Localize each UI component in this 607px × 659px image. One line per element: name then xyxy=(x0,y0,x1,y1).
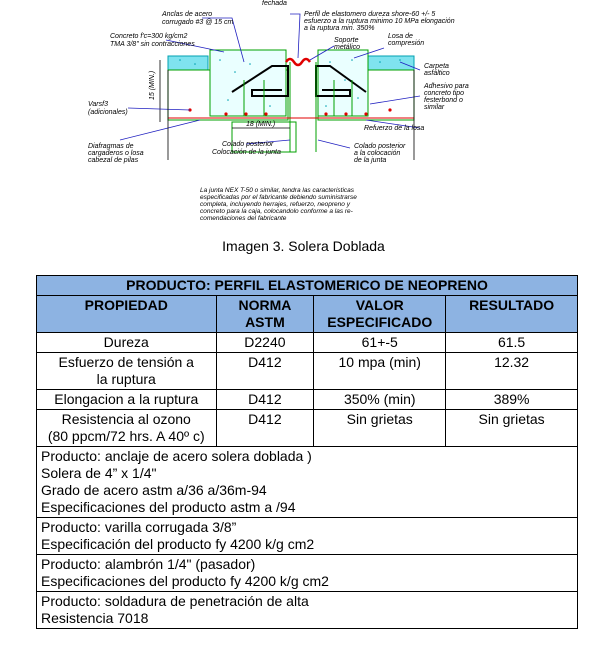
blockout-left xyxy=(209,49,287,117)
label-diafragmas-2: cargaderos o losa xyxy=(88,150,144,157)
blockout-right xyxy=(317,49,369,117)
product-anclaje: Producto: anclaje de acero solera doblad… xyxy=(36,446,578,518)
label-varsf-1: Varsf3 xyxy=(88,101,108,108)
label-colado-der-1: Colado posterior xyxy=(354,143,406,150)
cell-valor: 350% (min) xyxy=(313,389,447,410)
table-row: Elongacion a la ruptura D412 350% (min) … xyxy=(36,389,578,410)
label-dim-18: 18 (MIN.) xyxy=(246,121,275,128)
cell-resultado: Sin grietas xyxy=(445,409,578,447)
label-perfil-2: esfuerzo a la ruptura minimo 10 MPa elon… xyxy=(304,18,455,25)
table-row: Dureza D2240 61+-5 61.5 xyxy=(36,332,578,353)
cell-propiedad: Dureza xyxy=(36,332,217,353)
table-row: Resistencia al ozono(80 ppcm/72 hrs. A 4… xyxy=(36,409,578,447)
label-soporte-1: Soporte xyxy=(334,37,359,44)
product-alambron: Producto: alambrón 1/4" (pasador) Especi… xyxy=(36,554,578,592)
spec-table: PRODUCTO: PERFIL ELASTOMERICO DE NEOPREN… xyxy=(36,275,578,629)
product-row-varilla: Producto: varilla corrugada 3/8” Especif… xyxy=(36,517,578,555)
label-refuerzo: Refuerzo de la losa xyxy=(364,125,424,132)
product-row-soldadura: Producto: soldadura de penetración de al… xyxy=(36,591,578,629)
label-concreto-2: TMA 3/8" sin contracciones xyxy=(110,41,195,48)
label-losa-1: Losa de xyxy=(388,33,413,40)
label-fechada: fechada xyxy=(262,0,287,7)
label-concreto-1: Concreto f'c=300 kg/cm2 xyxy=(110,33,188,40)
product-soldadura: Producto: soldadura de penetración de al… xyxy=(36,591,578,629)
label-colado-der-3: de la junta xyxy=(354,157,386,164)
table-title: PRODUCTO: PERFIL ELASTOMERICO DE NEOPREN… xyxy=(36,275,578,296)
product-varilla: Producto: varilla corrugada 3/8” Especif… xyxy=(36,517,578,555)
label-carpeta-1: Carpeta xyxy=(424,63,449,70)
cell-valor: 10 mpa (min) xyxy=(313,352,447,390)
label-perfil-3: a la ruptura min. 350% xyxy=(304,25,374,32)
header-propiedad: PROPIEDAD xyxy=(36,295,217,333)
label-soporte-2: metálico xyxy=(334,44,360,51)
note-line-5: comendaciones del fabricante xyxy=(200,215,287,222)
label-adhesivo-1: Adhesivo para xyxy=(423,83,469,90)
label-adhesivo-2: concreto tipo xyxy=(424,90,464,97)
label-colado-izq-1: Colado posterior xyxy=(222,141,274,148)
cell-propiedad: Resistencia al ozono(80 ppcm/72 hrs. A 4… xyxy=(36,409,217,447)
cell-valor: 61+-5 xyxy=(313,332,447,353)
cell-norma: D412 xyxy=(215,352,315,390)
note-line-3: completa, incluyendo herrajes, refuerzo,… xyxy=(200,201,351,208)
note-line-1: La junta NEX T-50 o similar, tendra las … xyxy=(200,187,355,194)
product-row-alambron: Producto: alambrón 1/4" (pasador) Especi… xyxy=(36,554,578,592)
asphalt-layer-left xyxy=(167,55,209,71)
label-diafragmas-1: Diafragmas de xyxy=(88,143,134,150)
label-carpeta-2: asfáltico xyxy=(424,70,450,77)
label-diafragmas-3: cabezal de pilas xyxy=(88,157,139,164)
product-row-anclaje: Producto: anclaje de acero solera doblad… xyxy=(36,446,578,518)
joint-detail-drawing: fechada Anclas de acero corrugado #3 @ 1… xyxy=(88,0,469,222)
cell-propiedad: Elongacion a la ruptura xyxy=(36,389,217,410)
label-anclas-1: Anclas de acero xyxy=(161,11,212,18)
header-resultado: RESULTADO xyxy=(445,295,578,333)
neoprene-seal xyxy=(284,57,312,67)
label-colado-der-2: a la colocación xyxy=(354,150,400,157)
label-anclas-2: corrugado #3 @ 15 cm xyxy=(162,19,233,26)
cell-norma: D2240 xyxy=(215,332,315,353)
cell-norma: D412 xyxy=(215,389,315,410)
table-title-row: PRODUCTO: PERFIL ELASTOMERICO DE NEOPREN… xyxy=(36,275,578,296)
cell-norma: D412 xyxy=(215,409,315,447)
cell-resultado: 61.5 xyxy=(445,332,578,353)
cell-valor: Sin grietas xyxy=(313,409,447,447)
steel-profile-left xyxy=(231,65,289,97)
cell-resultado: 12.32 xyxy=(445,352,578,390)
label-adhesivo-4: similar xyxy=(424,104,445,111)
label-losa-2: compresión xyxy=(388,40,424,47)
cell-resultado: 389% xyxy=(445,389,578,410)
note-line-4: concreto para la caja, colocandolo confo… xyxy=(200,208,354,215)
asphalt-layer-right xyxy=(367,55,415,71)
label-adhesivo-3: festerbond o xyxy=(424,97,463,104)
figure-caption: Imagen 3. Solera Doblada xyxy=(222,238,385,254)
label-dim-15: 15 (MIN.) xyxy=(149,71,156,100)
label-perfil-1: Perfil de elastomero dureza shore-60 +/-… xyxy=(304,11,435,18)
note-line-2: especificadas por el fabricante debiendo… xyxy=(200,194,357,201)
label-varsf-2: (adicionales) xyxy=(88,109,128,116)
label-colado-izq-2: Colocación de la junta xyxy=(212,149,281,156)
anchors xyxy=(231,62,353,153)
